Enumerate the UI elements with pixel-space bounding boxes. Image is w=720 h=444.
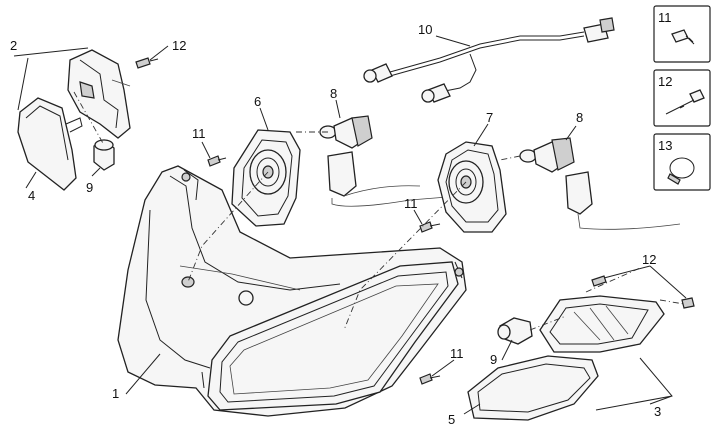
callout-4: 4 (28, 188, 35, 203)
legend-number-11: 11 (658, 10, 672, 25)
assembly-lines (187, 131, 521, 331)
callout-11-bottom: 11 (450, 346, 464, 361)
callout-12-right: 12 (642, 252, 656, 267)
screw-11-top (207, 155, 227, 167)
short-screw-icon (671, 29, 695, 45)
callout-9-left: 9 (86, 180, 93, 195)
callout-11-top: 11 (192, 126, 206, 141)
hose-clamp-icon (667, 157, 695, 185)
callout-10: 10 (418, 22, 432, 37)
callout-11-middle: 11 (404, 196, 418, 211)
callout-6: 6 (254, 94, 261, 109)
headlight-lens (207, 261, 459, 411)
long-screw-icon (665, 89, 705, 115)
callout-1: 1 (112, 386, 119, 401)
callout-8-left: 8 (330, 86, 337, 101)
callout-9-right: 9 (490, 352, 497, 367)
callout-12-left: 12 (172, 38, 186, 53)
callout-3: 3 (654, 404, 661, 419)
left-headlight-bulb (319, 115, 461, 207)
legend-box-11: 11 (653, 5, 711, 63)
leader-lines (13, 35, 687, 415)
screw-11-middle (419, 221, 441, 233)
callout-5: 5 (448, 412, 455, 427)
callout-8-right: 8 (576, 110, 583, 125)
callout-labels: 2 12 4 9 10 6 8 7 8 11 11 11 1 12 9 5 3 (10, 22, 661, 427)
callout-7: 7 (486, 110, 493, 125)
left-turn-signal-assembly (17, 49, 159, 191)
headlight-housing (117, 165, 467, 417)
left-bulb-gasket (231, 129, 301, 227)
right-turn-signal-assembly (467, 267, 695, 421)
screw-11-bottom (419, 373, 441, 385)
callout-2: 2 (10, 38, 17, 53)
legend-number-12: 12 (658, 74, 672, 89)
legend-box-13: 13 (653, 133, 711, 191)
legend-box-12: 12 (653, 69, 711, 127)
right-bulb-gasket (437, 141, 507, 233)
right-headlight-bulb (519, 137, 681, 230)
wiring-harness (363, 17, 615, 103)
legend-number-13: 13 (658, 138, 672, 153)
